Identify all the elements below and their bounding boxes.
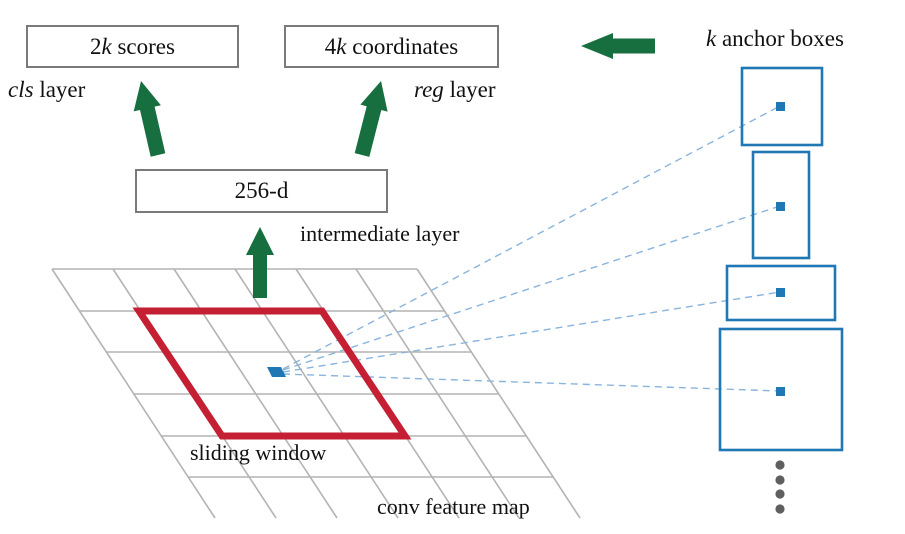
- sliding-window-center-point: [267, 367, 286, 377]
- sliding-window-rect: [132, 307, 412, 440]
- sliding-window-label: sliding window: [190, 440, 327, 465]
- anchor-box-4: [718, 327, 844, 452]
- coordinates-prefix: 4: [324, 33, 337, 59]
- anchor-center-dot-1: [776, 102, 785, 111]
- intermediate-256d-box: 256-d: [135, 169, 388, 213]
- scores-k: k: [101, 33, 112, 59]
- anchor-center-dot-2: [776, 202, 785, 211]
- cls-layer-label: cls layer: [8, 77, 85, 103]
- anchor-center-dots: [776, 102, 785, 396]
- connector-anchor-1: [282, 105, 781, 370]
- anchor-center-dot-3: [776, 288, 785, 297]
- reg-layer-em: reg: [414, 77, 444, 102]
- reg-layer-label: reg layer: [414, 77, 496, 103]
- intermediate-layer-label: intermediate layer: [300, 221, 460, 246]
- scores-box: 2k scores: [26, 25, 239, 68]
- k-anchor-boxes-rest: anchor boxes: [716, 26, 844, 51]
- scores-prefix: 2: [90, 33, 102, 59]
- k-anchor-boxes-em: k: [706, 26, 717, 51]
- connector-anchor-2: [282, 205, 781, 371]
- cls-arrow: [133, 81, 166, 157]
- cls-layer-em: cls: [8, 77, 34, 102]
- reg-arrow: [354, 81, 388, 157]
- reg-layer-rest: layer: [443, 77, 496, 102]
- coordinates-box: 4k coordinates: [284, 25, 499, 68]
- conv-feature-map-grid: [51, 268, 581, 519]
- coordinates-suffix: coordinates: [346, 33, 459, 59]
- conv-feature-map-label: conv feature map: [377, 494, 530, 519]
- ellipsis-dots: [775, 460, 785, 514]
- anchor-box-3: [725, 264, 837, 322]
- anchor-boxes-group: [718, 66, 844, 452]
- connector-anchor-4: [282, 373, 781, 392]
- scores-suffix: scores: [111, 33, 175, 59]
- intermediate-256d-label: 256-d: [234, 178, 289, 203]
- intermediate-arrow: [246, 227, 274, 298]
- anchor-box-1: [740, 66, 824, 147]
- anchor-center-dot-4: [776, 387, 785, 396]
- k-anchor-boxes-label: k anchor boxes: [706, 26, 844, 52]
- anchor-boxes-arrow: [581, 33, 655, 59]
- anchor-connector-lines: [282, 105, 781, 392]
- anchor-box-2: [751, 150, 811, 260]
- cls-layer-rest: layer: [33, 77, 86, 102]
- coordinates-k: k: [336, 33, 347, 59]
